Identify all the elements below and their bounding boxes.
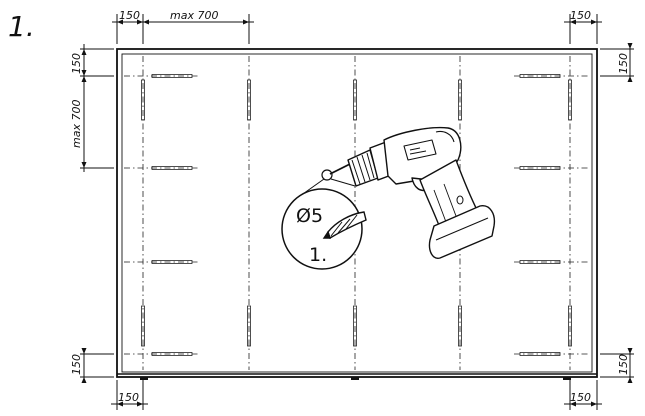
drill-mark [247,79,251,121]
drill-bit-icon [322,211,367,240]
drill-mark [151,260,193,264]
drill-mark [519,74,561,78]
dim-left-top-edge: 150 [70,53,83,74]
drill-mark [519,166,561,170]
drill-mark [141,305,145,347]
drill-mark [141,79,145,121]
detail-callout: Ø5 1. [281,169,367,270]
bottom-dimensions: 150 150 [111,380,602,410]
drill-mark [247,305,251,347]
dim-right-top-edge: 150 [617,53,630,74]
callout-step-label: 1. [309,244,327,266]
dim-left-max: max 700 [70,100,83,148]
drill-mark [151,352,193,356]
dim-top-left-edge: 150 [119,9,140,22]
drill-mark [151,166,193,170]
dim-bottom-left-edge: 150 [118,391,139,404]
drill-mark [568,305,572,347]
drill-mark [353,79,357,121]
drill-mark [519,260,561,264]
drill-mark [151,74,193,78]
drill-marks [141,74,572,356]
drill-size-label: Ø5 [296,205,323,227]
drill-mark [568,79,572,121]
right-dimensions: 150 150 [600,43,634,383]
center-lines [124,56,590,370]
cordless-drill-icon [329,126,496,259]
dim-top-right-edge: 150 [570,9,591,22]
drill-mark [458,79,462,121]
dim-bottom-right-edge: 150 [570,391,591,404]
left-dimensions: 150 max 700 150 [70,44,114,383]
drill-mark [519,352,561,356]
dim-top-max: max 700 [170,9,218,22]
dim-left-bottom-edge: 150 [70,354,83,375]
top-dimensions: 150 max 700 150 [112,9,602,44]
drill-mark [458,305,462,347]
dim-right-bottom-edge: 150 [617,354,630,375]
step-number: 1. [8,10,35,43]
drill-mark [353,305,357,347]
